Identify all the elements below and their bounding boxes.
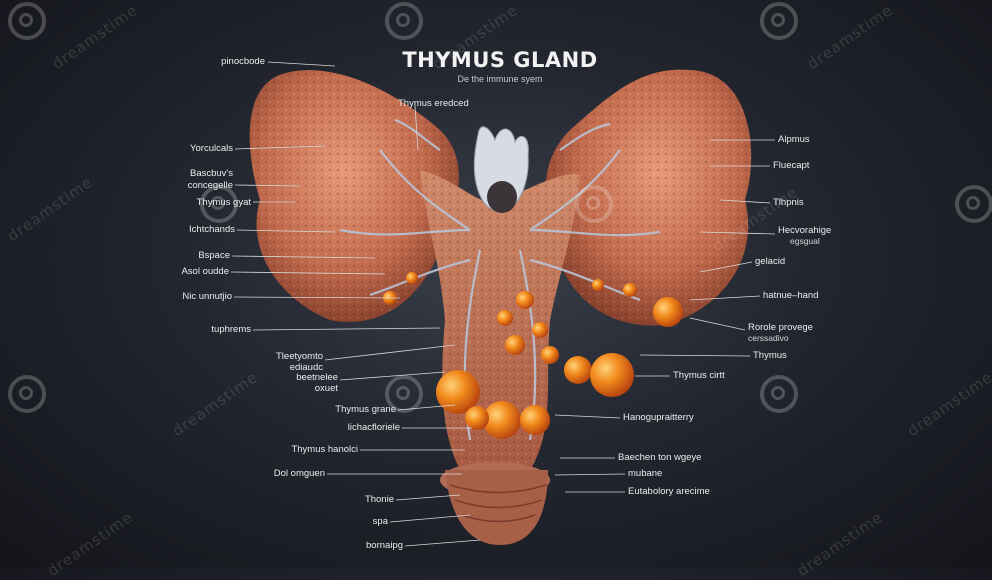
- watermark-logo: [575, 185, 613, 223]
- thymus-diagram: dreamstime dreamstime dreamstime dreamst…: [8, 2, 992, 551]
- label-right-1: Alpmus: [778, 134, 810, 145]
- watermark-logo: [385, 375, 423, 413]
- watermark-logo: [760, 2, 798, 40]
- label-right-12: Hanogupraitterry: [623, 412, 694, 423]
- label-right-3: Tlhpnis: [773, 197, 804, 208]
- label-left-12: ediaudc: [289, 362, 323, 373]
- label-right-9: cerssadivo: [748, 333, 789, 343]
- label-left-19: Thonie: [364, 494, 394, 505]
- diagram-title: THYMUS GLAND: [402, 48, 598, 72]
- label-left-3: Bascbuv's: [189, 168, 233, 179]
- watermark-logo: [760, 375, 798, 413]
- label-right-13: Baechen ton wgeye: [618, 452, 702, 463]
- label-left-5: Thymus gyat: [196, 197, 251, 208]
- watermark-logo: [200, 185, 238, 223]
- label-left-10: tuphrems: [211, 324, 251, 335]
- label-right-11: Thymus cirtt: [673, 370, 725, 381]
- label-left-1: pinocbode: [221, 56, 265, 67]
- label-right-5: egsgual: [790, 236, 820, 246]
- label-top-1: Thymus eredced: [398, 98, 469, 109]
- label-left-16: lichacfloriele: [347, 422, 400, 433]
- label-right-15: Eutabolory arecime: [628, 486, 710, 497]
- label-right-8: Rorole provege: [748, 322, 813, 333]
- watermark-logo: [8, 375, 46, 413]
- watermark-logo: [955, 185, 992, 223]
- thymus-illustration: [230, 61, 776, 547]
- label-left-2: Yorculcals: [190, 143, 233, 154]
- watermark-logo: [8, 2, 46, 40]
- label-left-21: bornaipg: [366, 540, 403, 551]
- label-left-9: Nic unnutjio: [182, 291, 232, 302]
- label-left-13: beetnelee: [296, 372, 338, 383]
- label-left-17: Thymus hanolci: [291, 444, 358, 455]
- label-left-8: Asol oudde: [181, 266, 229, 277]
- label-left-7: Bspace: [198, 250, 230, 261]
- label-left-15: Thymus grane: [335, 404, 396, 415]
- label-right-4: Hecvorahige: [778, 225, 832, 236]
- label-right-14: mubane: [628, 468, 663, 479]
- leader-lines: [230, 61, 776, 547]
- label-left-11: Tleetyomto: [276, 351, 323, 362]
- label-left-18: Dol omguen: [273, 468, 325, 479]
- diagram-subtitle: De the immune syem: [457, 74, 543, 84]
- label-right-10: Thymus: [753, 350, 787, 361]
- label-right-6: gelacid: [755, 256, 786, 267]
- label-left-6: Ichtchands: [189, 224, 235, 235]
- label-right-7: hatnue–hand: [763, 290, 819, 301]
- label-left-4: concegelle: [187, 180, 233, 191]
- label-right-2: Fluecapt: [773, 160, 810, 171]
- label-left-20: spa: [372, 516, 388, 527]
- label-left-14: oxuet: [314, 383, 338, 394]
- watermark-logo: [385, 2, 423, 40]
